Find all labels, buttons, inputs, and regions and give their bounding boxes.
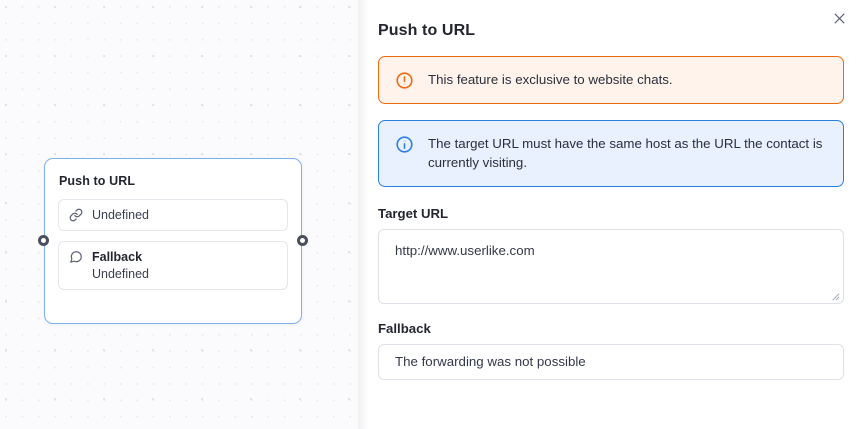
node-row[interactable]: Undefined [58, 199, 288, 231]
node-rows: Undefined Fallback Undefined [45, 188, 301, 290]
settings-panel: Push to URL This feature is exclusive to… [358, 0, 862, 429]
info-circle-icon [395, 135, 414, 154]
warning-alert-text: This feature is exclusive to website cha… [428, 72, 673, 87]
node-title: Push to URL [59, 174, 136, 188]
node-input-handle[interactable] [38, 235, 49, 246]
warning-alert: This feature is exclusive to website cha… [378, 56, 844, 104]
node-row[interactable]: Fallback Undefined [58, 241, 288, 290]
target-url-field: Target URL http://www.userlike.com [378, 206, 844, 304]
fallback-field: Fallback The forwarding was not possible [378, 321, 844, 380]
node-output-handle[interactable] [297, 235, 308, 246]
close-icon[interactable] [826, 5, 852, 31]
info-alert-text: The target URL must have the same host a… [428, 136, 823, 170]
fallback-input[interactable]: The forwarding was not possible [378, 343, 844, 380]
link-icon [69, 208, 83, 222]
node-row-label: Fallback [92, 250, 143, 264]
info-alert: The target URL must have the same host a… [378, 120, 844, 187]
node-row-sublabel: Undefined [92, 267, 149, 281]
panel-header: Push to URL [378, 0, 844, 56]
chat-bubble-icon [69, 250, 83, 264]
resize-handle-icon[interactable] [829, 289, 840, 301]
exclamation-circle-icon [395, 71, 414, 90]
node-row-label: Undefined [92, 208, 149, 222]
fallback-value: The forwarding was not possible [395, 354, 586, 370]
node-row-head: Undefined [69, 208, 277, 222]
target-url-label: Target URL [378, 205, 449, 221]
flow-canvas[interactable]: Push to URL Undefined [0, 0, 358, 429]
flow-node-push-to-url[interactable]: Push to URL Undefined [44, 158, 302, 324]
node-row-head: Fallback [69, 250, 277, 264]
target-url-value: http://www.userlike.com [395, 242, 535, 258]
fallback-label: Fallback [378, 320, 431, 336]
page-title: Push to URL [378, 22, 476, 39]
target-url-input[interactable]: http://www.userlike.com [378, 228, 844, 304]
